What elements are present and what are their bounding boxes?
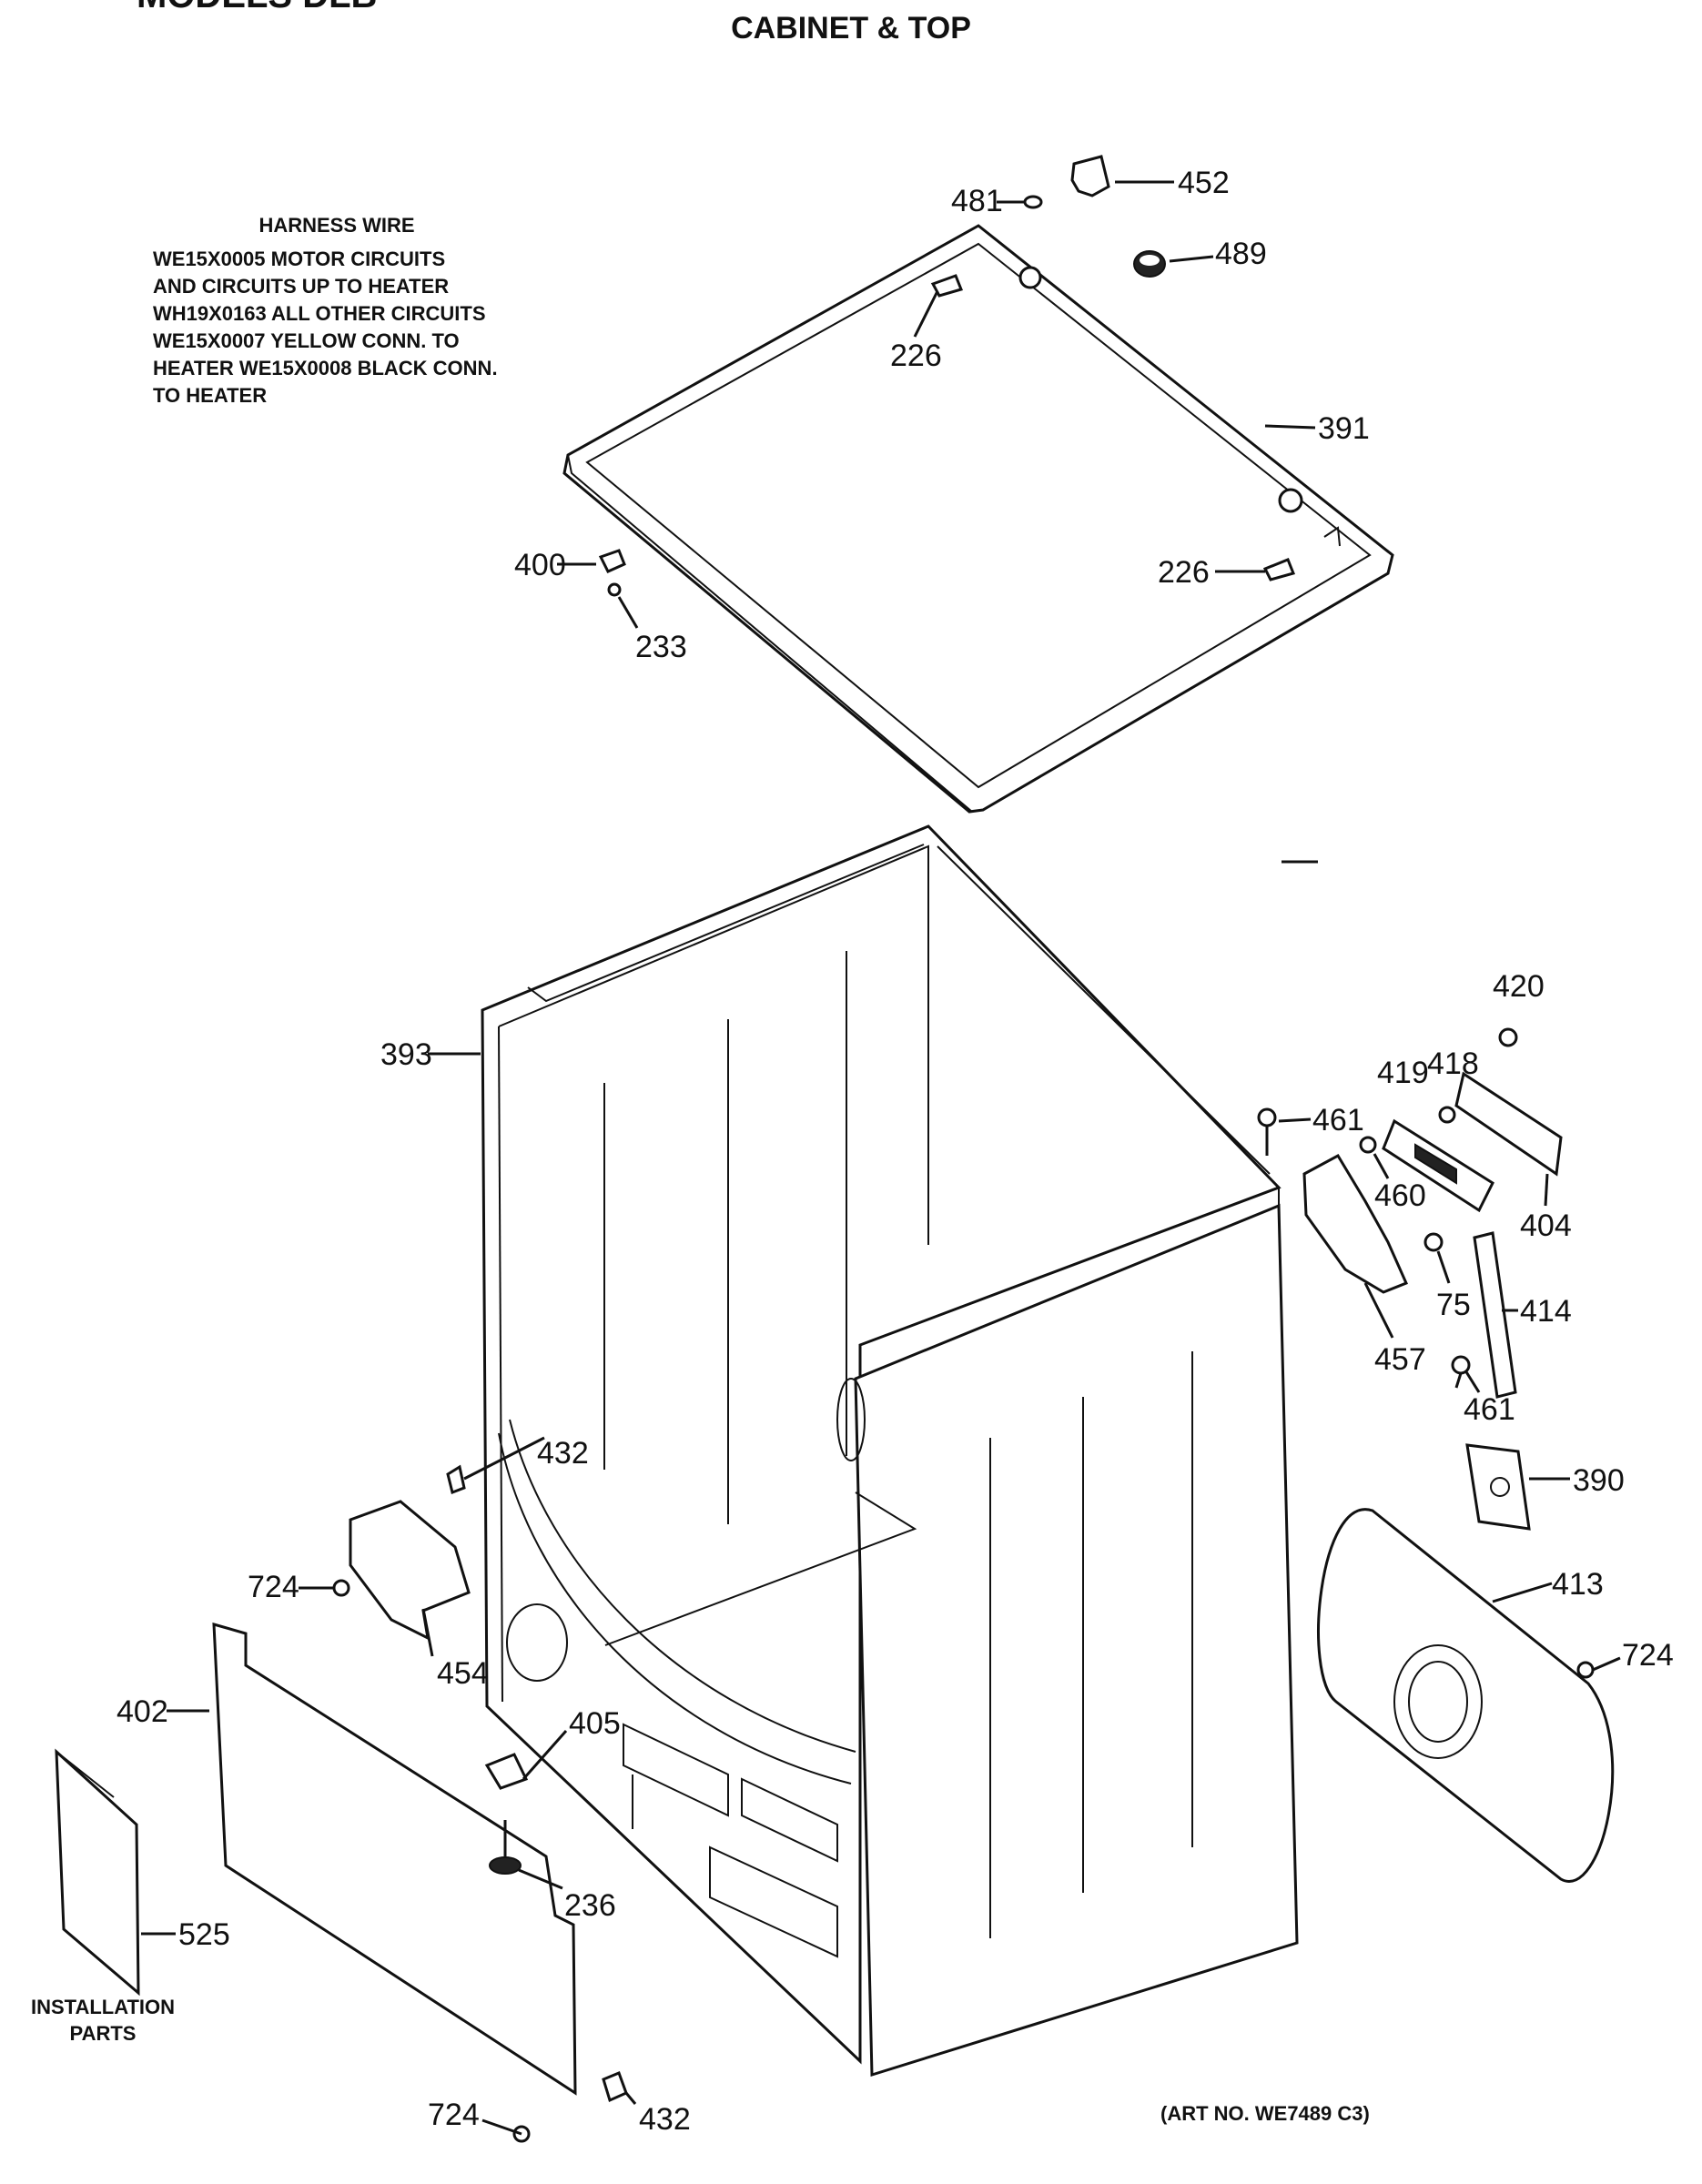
callout-461-lower: 461 — [1464, 1392, 1515, 1427]
harness-note-heading: HARNESS WIRE — [258, 214, 414, 237]
callout-432-upper: 432 — [537, 1436, 589, 1471]
part-400-clip — [598, 549, 626, 573]
harness-note-line: WE15X0007 YELLOW CONN. TO — [153, 329, 460, 352]
callout-226-upper: 226 — [890, 339, 942, 373]
callout-460: 460 — [1374, 1178, 1426, 1213]
models-header-cut: MODELS DLB — [137, 0, 377, 15]
callout-402: 402 — [117, 1694, 168, 1729]
harness-wire-note: HARNESS WIRE WE15X0005 MOTOR CIRCUITS AN… — [153, 214, 498, 407]
callout-489: 489 — [1215, 237, 1267, 271]
part-75-screw — [1423, 1232, 1444, 1252]
part-413-back-panel — [1317, 1508, 1615, 1883]
part-405-clip — [484, 1753, 529, 1790]
part-420-screw — [1498, 1027, 1518, 1047]
callout-724-bottom: 724 — [428, 2098, 480, 2132]
art-number: (ART NO. WE7489 C3) — [1160, 2102, 1370, 2125]
part-419-terminal-block — [1382, 1118, 1494, 1213]
part-461-screw-upper — [1257, 1107, 1277, 1156]
callout-390: 390 — [1573, 1463, 1625, 1498]
callout-75: 75 — [1436, 1288, 1471, 1322]
part-461-screw-lower — [1451, 1355, 1471, 1389]
harness-note-line: AND CIRCUITS UP TO HEATER — [153, 275, 449, 298]
callout-454: 454 — [437, 1656, 489, 1691]
harness-note-line: TO HEATER — [153, 384, 267, 407]
callout-481: 481 — [951, 184, 1003, 218]
top-panel — [562, 224, 1394, 814]
callout-432-lower: 432 — [639, 2102, 691, 2137]
part-402-toe-panel — [212, 1622, 577, 2096]
cabinet-body — [481, 824, 1299, 2078]
callout-461-upper: 461 — [1312, 1103, 1364, 1138]
callout-404: 404 — [1520, 1208, 1572, 1243]
callout-457: 457 — [1374, 1342, 1426, 1377]
part-724-screw-left — [332, 1579, 350, 1597]
part-432-clip-lower — [602, 2071, 628, 2103]
part-525-envelope — [55, 1748, 140, 1997]
part-418-nut — [1438, 1106, 1456, 1124]
part-452-hinge — [1070, 155, 1110, 197]
part-414-strap — [1473, 1231, 1517, 1399]
part-724-screw-bottom — [481, 2118, 531, 2143]
callout-400: 400 — [514, 548, 566, 582]
callout-226-lower: 226 — [1158, 555, 1210, 590]
part-432-clip-upper — [446, 1464, 466, 1495]
harness-note-line: WE15X0005 MOTOR CIRCUITS — [153, 248, 445, 270]
installation-label: INSTALLATION — [31, 1996, 175, 2018]
callout-420: 420 — [1493, 969, 1545, 1004]
callout-413: 413 — [1552, 1567, 1604, 1602]
installation-label: PARTS — [70, 2022, 137, 2045]
part-724-screw-right — [1576, 1661, 1595, 1679]
part-454-duct — [349, 1500, 471, 1641]
callout-452: 452 — [1178, 166, 1230, 200]
callout-393: 393 — [380, 1037, 432, 1072]
callout-391: 391 — [1318, 411, 1370, 446]
callout-525: 525 — [178, 1917, 230, 1952]
harness-note-line: WH19X0163 ALL OTHER CIRCUITS — [153, 302, 486, 325]
callout-724-left: 724 — [248, 1570, 299, 1604]
part-233-screw — [607, 582, 622, 597]
part-460-screw — [1359, 1136, 1377, 1154]
leader-lines — [141, 180, 1621, 2105]
callout-414: 414 — [1520, 1294, 1572, 1329]
part-236-leveling-leg — [489, 1820, 522, 1875]
callout-233: 233 — [635, 630, 687, 664]
part-390-plate — [1465, 1443, 1531, 1531]
page-title: CABINET & TOP — [731, 11, 971, 46]
part-489-knob — [1133, 250, 1166, 278]
part-481-clip — [1023, 195, 1043, 209]
harness-note-line: HEATER WE15X0008 BLACK CONN. — [153, 357, 498, 379]
part-457-bracket — [1302, 1153, 1409, 1294]
callout-419: 419 — [1377, 1056, 1429, 1090]
part-404-cover — [1454, 1071, 1563, 1177]
callout-labels: 481 452 489 226 391 400 233 226 393 420 … — [117, 166, 1674, 2137]
callout-724-right: 724 — [1622, 1638, 1674, 1673]
callout-418: 418 — [1427, 1046, 1479, 1081]
callout-405: 405 — [569, 1706, 621, 1741]
callout-236: 236 — [564, 1888, 616, 1923]
